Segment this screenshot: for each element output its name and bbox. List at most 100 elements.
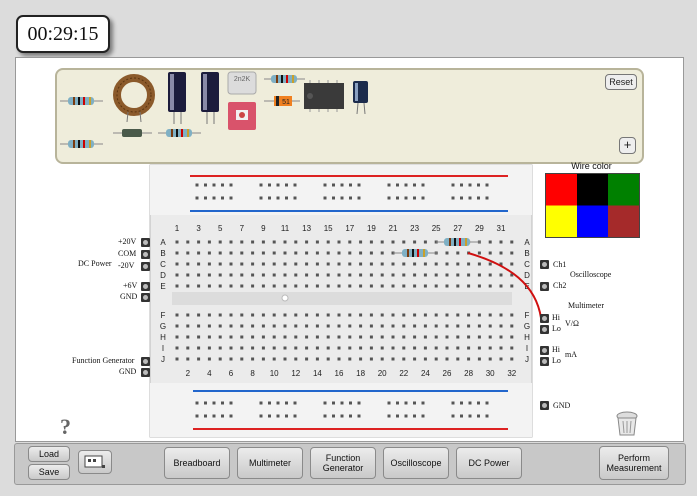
column-number: 16 (335, 369, 344, 378)
placed-resistor[interactable] (436, 238, 481, 246)
column-number: 32 (507, 369, 516, 378)
svg-text:51: 51 (282, 99, 290, 106)
power-rail-holes[interactable] (195, 183, 489, 418)
column-number: 4 (207, 369, 212, 378)
potentiometer-part[interactable] (228, 102, 256, 130)
column-number: 23 (410, 224, 419, 233)
row-letter: J (525, 355, 529, 364)
resistor-part[interactable] (158, 129, 201, 137)
function-generator-jack[interactable] (141, 357, 150, 366)
ma-label: mA (565, 350, 577, 359)
gnd-jack-2[interactable] (141, 368, 150, 377)
save-button[interactable]: Save (28, 464, 70, 480)
dc-power-button[interactable]: DC Power (456, 447, 522, 479)
wire-color-swatch[interactable] (546, 174, 577, 206)
row-letter: J (161, 355, 165, 364)
function-generator-button[interactable]: Function Generator (310, 447, 376, 479)
wire-color-swatch[interactable] (608, 205, 639, 238)
resistor-part[interactable] (60, 140, 103, 148)
row-letter: I (162, 344, 164, 353)
row-letter: I (526, 344, 528, 353)
breadboard-button[interactable]: Breadboard (164, 447, 230, 479)
column-number: 13 (302, 224, 311, 233)
monitor-icon (84, 455, 105, 468)
column-number: 9 (261, 224, 266, 233)
gnd-jack-1[interactable] (141, 293, 150, 302)
minus20v-label: -20V (118, 261, 135, 270)
placed-resistor[interactable] (393, 249, 437, 257)
column-number: 7 (240, 224, 245, 233)
gnd-jack-right[interactable] (540, 401, 549, 410)
row-letter: D (160, 271, 166, 280)
plus6v-jack[interactable] (141, 282, 150, 291)
diode-part[interactable]: 51 (264, 96, 300, 106)
breadboard-holes[interactable] (175, 240, 514, 361)
ma-hi-jack[interactable] (540, 346, 549, 355)
column-number: 24 (421, 369, 430, 378)
multimeter-hi-jack[interactable] (540, 314, 549, 323)
column-number: 10 (270, 369, 279, 378)
column-number: 12 (291, 369, 300, 378)
help-icon[interactable]: ? (60, 414, 71, 439)
resistor-part[interactable] (264, 75, 305, 83)
timer-display: 00:29:15 (16, 15, 110, 53)
resistor-part[interactable] (60, 97, 103, 105)
inductor-part[interactable] (113, 74, 155, 123)
electrolytic-capacitor-part[interactable] (168, 72, 219, 124)
multimeter-button[interactable]: Multimeter (237, 447, 303, 479)
lo-label-2: Lo (552, 356, 561, 365)
load-button[interactable]: Load (28, 446, 70, 462)
column-number: 30 (486, 369, 495, 378)
wire-color-swatch[interactable] (546, 205, 577, 238)
ch2-jack[interactable] (540, 282, 549, 291)
column-number: 26 (443, 369, 452, 378)
column-number: 5 (218, 224, 223, 233)
perform-measurement-button[interactable]: Perform Measurement (599, 446, 669, 480)
column-number: 22 (399, 369, 408, 378)
small-capacitor-part[interactable] (353, 81, 368, 115)
add-part-button[interactable]: + (619, 137, 636, 154)
row-letter: B (524, 249, 529, 258)
oscilloscope-button[interactable]: Oscilloscope (383, 447, 449, 479)
dc-power-label: DC Power (78, 259, 112, 268)
row-letter: C (524, 260, 530, 269)
column-number: 27 (453, 224, 462, 233)
vohm-label: V/Ω (565, 319, 579, 328)
column-number: 19 (367, 224, 376, 233)
wire-color-title: Wire color (571, 161, 612, 171)
red-wire[interactable] (467, 252, 542, 319)
wire-color-swatch[interactable] (577, 205, 608, 238)
wire-color-swatch[interactable] (577, 174, 608, 206)
column-number: 14 (313, 369, 322, 378)
ceramic-capacitor-part[interactable]: 2n2K (227, 71, 257, 95)
ch1-jack[interactable] (540, 260, 549, 269)
plus20v-jack[interactable] (141, 238, 150, 247)
multimeter-label: Multimeter (568, 301, 604, 310)
ch1-label: Ch1 (553, 260, 567, 269)
row-letter: D (524, 271, 530, 280)
hi-label-2: Hi (552, 345, 560, 354)
screen-toggle-button[interactable] (78, 450, 112, 474)
oscilloscope-label: Oscilloscope (570, 270, 612, 279)
resistor-part[interactable] (113, 129, 152, 137)
ma-lo-jack[interactable] (540, 357, 549, 366)
column-number: 29 (475, 224, 484, 233)
wire-color-swatch[interactable] (608, 174, 639, 206)
trash-icon[interactable] (614, 410, 640, 438)
parts-bin (55, 68, 644, 164)
multimeter-lo-jack[interactable] (540, 325, 549, 334)
lo-label-1: Lo (552, 324, 561, 333)
com-jack[interactable] (141, 250, 150, 259)
row-letter: H (160, 333, 166, 342)
row-letter: F (161, 311, 166, 320)
row-letter: E (160, 282, 165, 291)
minus20v-jack[interactable] (141, 262, 150, 271)
reset-button[interactable]: Reset (605, 74, 637, 90)
wire-color-palette[interactable] (545, 173, 640, 238)
ic-chip-part[interactable] (304, 80, 344, 112)
row-letter: H (524, 333, 530, 342)
